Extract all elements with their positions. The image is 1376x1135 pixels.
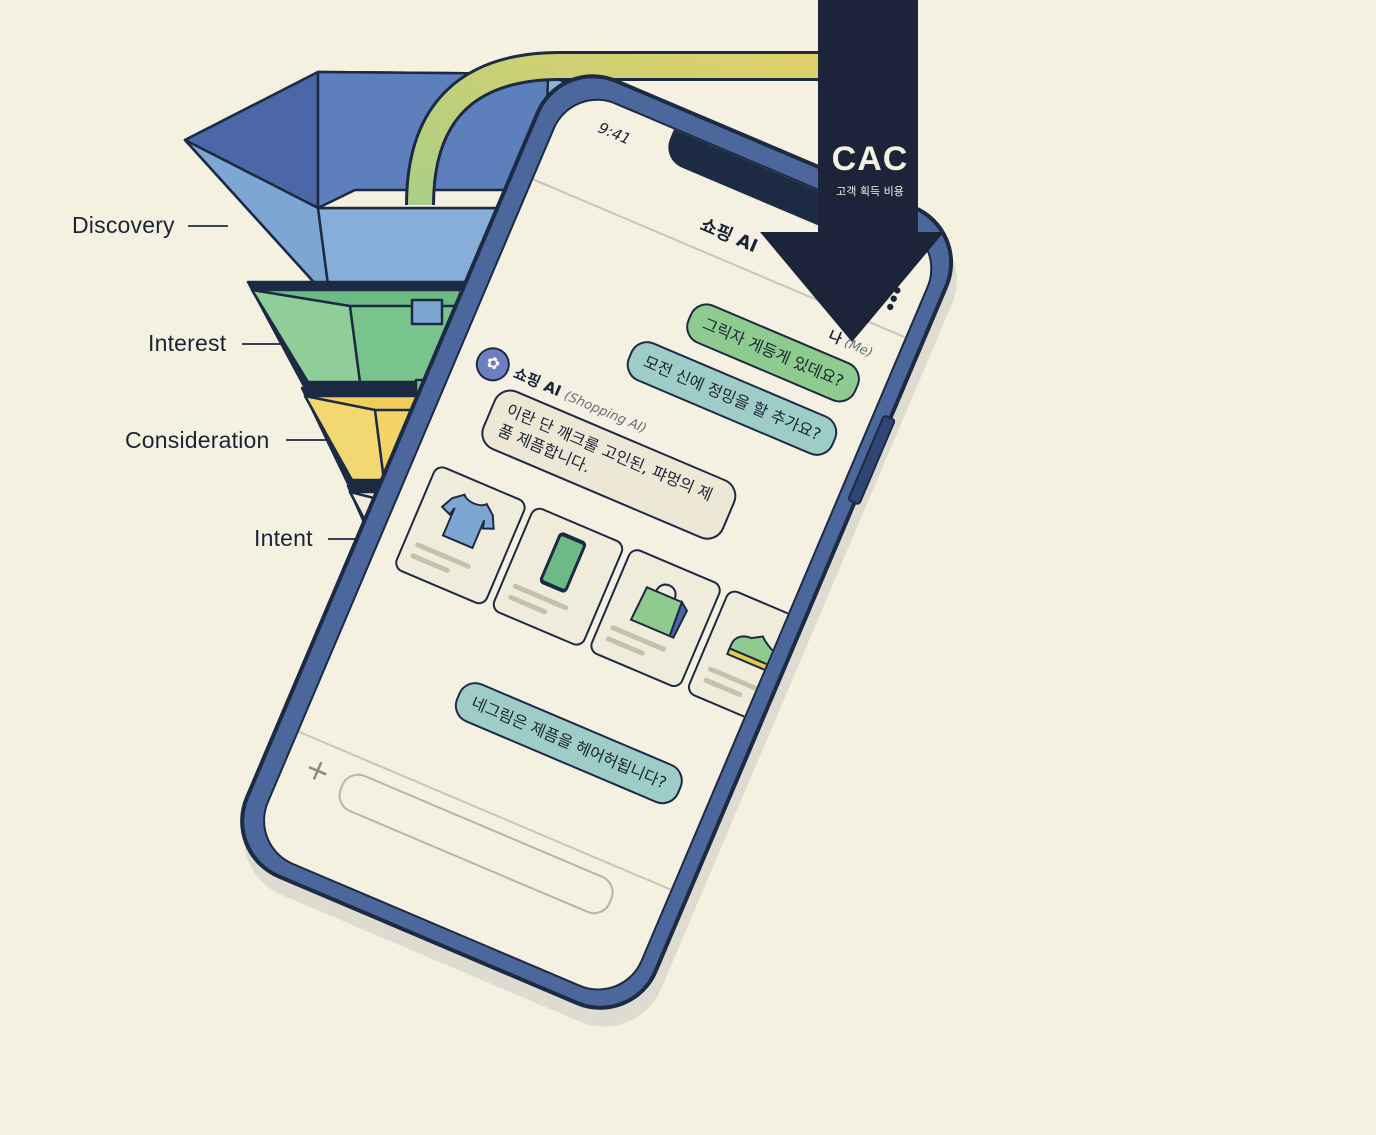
product-card-smartphone[interactable] bbox=[489, 504, 627, 649]
stage-label-consideration: Consideration bbox=[125, 427, 270, 453]
product-card-tshirt[interactable] bbox=[392, 463, 529, 608]
smartphone: 9:41 ▂▄▆ ◠ ▭ 쇼핑 AI ••• 나 (Me) 그릭자 게등게 있데… bbox=[220, 55, 1222, 1073]
stage-label-discovery: Discovery bbox=[72, 212, 175, 238]
stage-label-interest: Interest bbox=[148, 330, 227, 356]
phone-frame: 9:41 ▂▄▆ ◠ ▭ 쇼핑 AI ••• 나 (Me) 그릭자 게등게 있데… bbox=[220, 55, 973, 1030]
top-pipe bbox=[408, 54, 835, 206]
cac-arrow-layer bbox=[760, 0, 944, 342]
phone-screen: 9:41 ▂▄▆ ◠ ▭ 쇼핑 AI ••• 나 (Me) 그릭자 게등게 있데… bbox=[248, 83, 948, 1006]
tshirt-icon bbox=[440, 493, 495, 550]
cac-arrow bbox=[760, 0, 944, 342]
product-card-bag[interactable] bbox=[587, 546, 724, 691]
cac-subtitle: 고객 획득 비용 bbox=[836, 185, 904, 198]
stage-label-intent: Intent bbox=[254, 525, 313, 551]
shopping-bag-icon bbox=[629, 583, 689, 639]
smartphone-icon bbox=[539, 532, 587, 593]
cac-label: CAC 고객 획득 비용 bbox=[818, 140, 922, 199]
cac-title: CAC bbox=[831, 140, 909, 178]
message-input[interactable] bbox=[332, 768, 620, 920]
